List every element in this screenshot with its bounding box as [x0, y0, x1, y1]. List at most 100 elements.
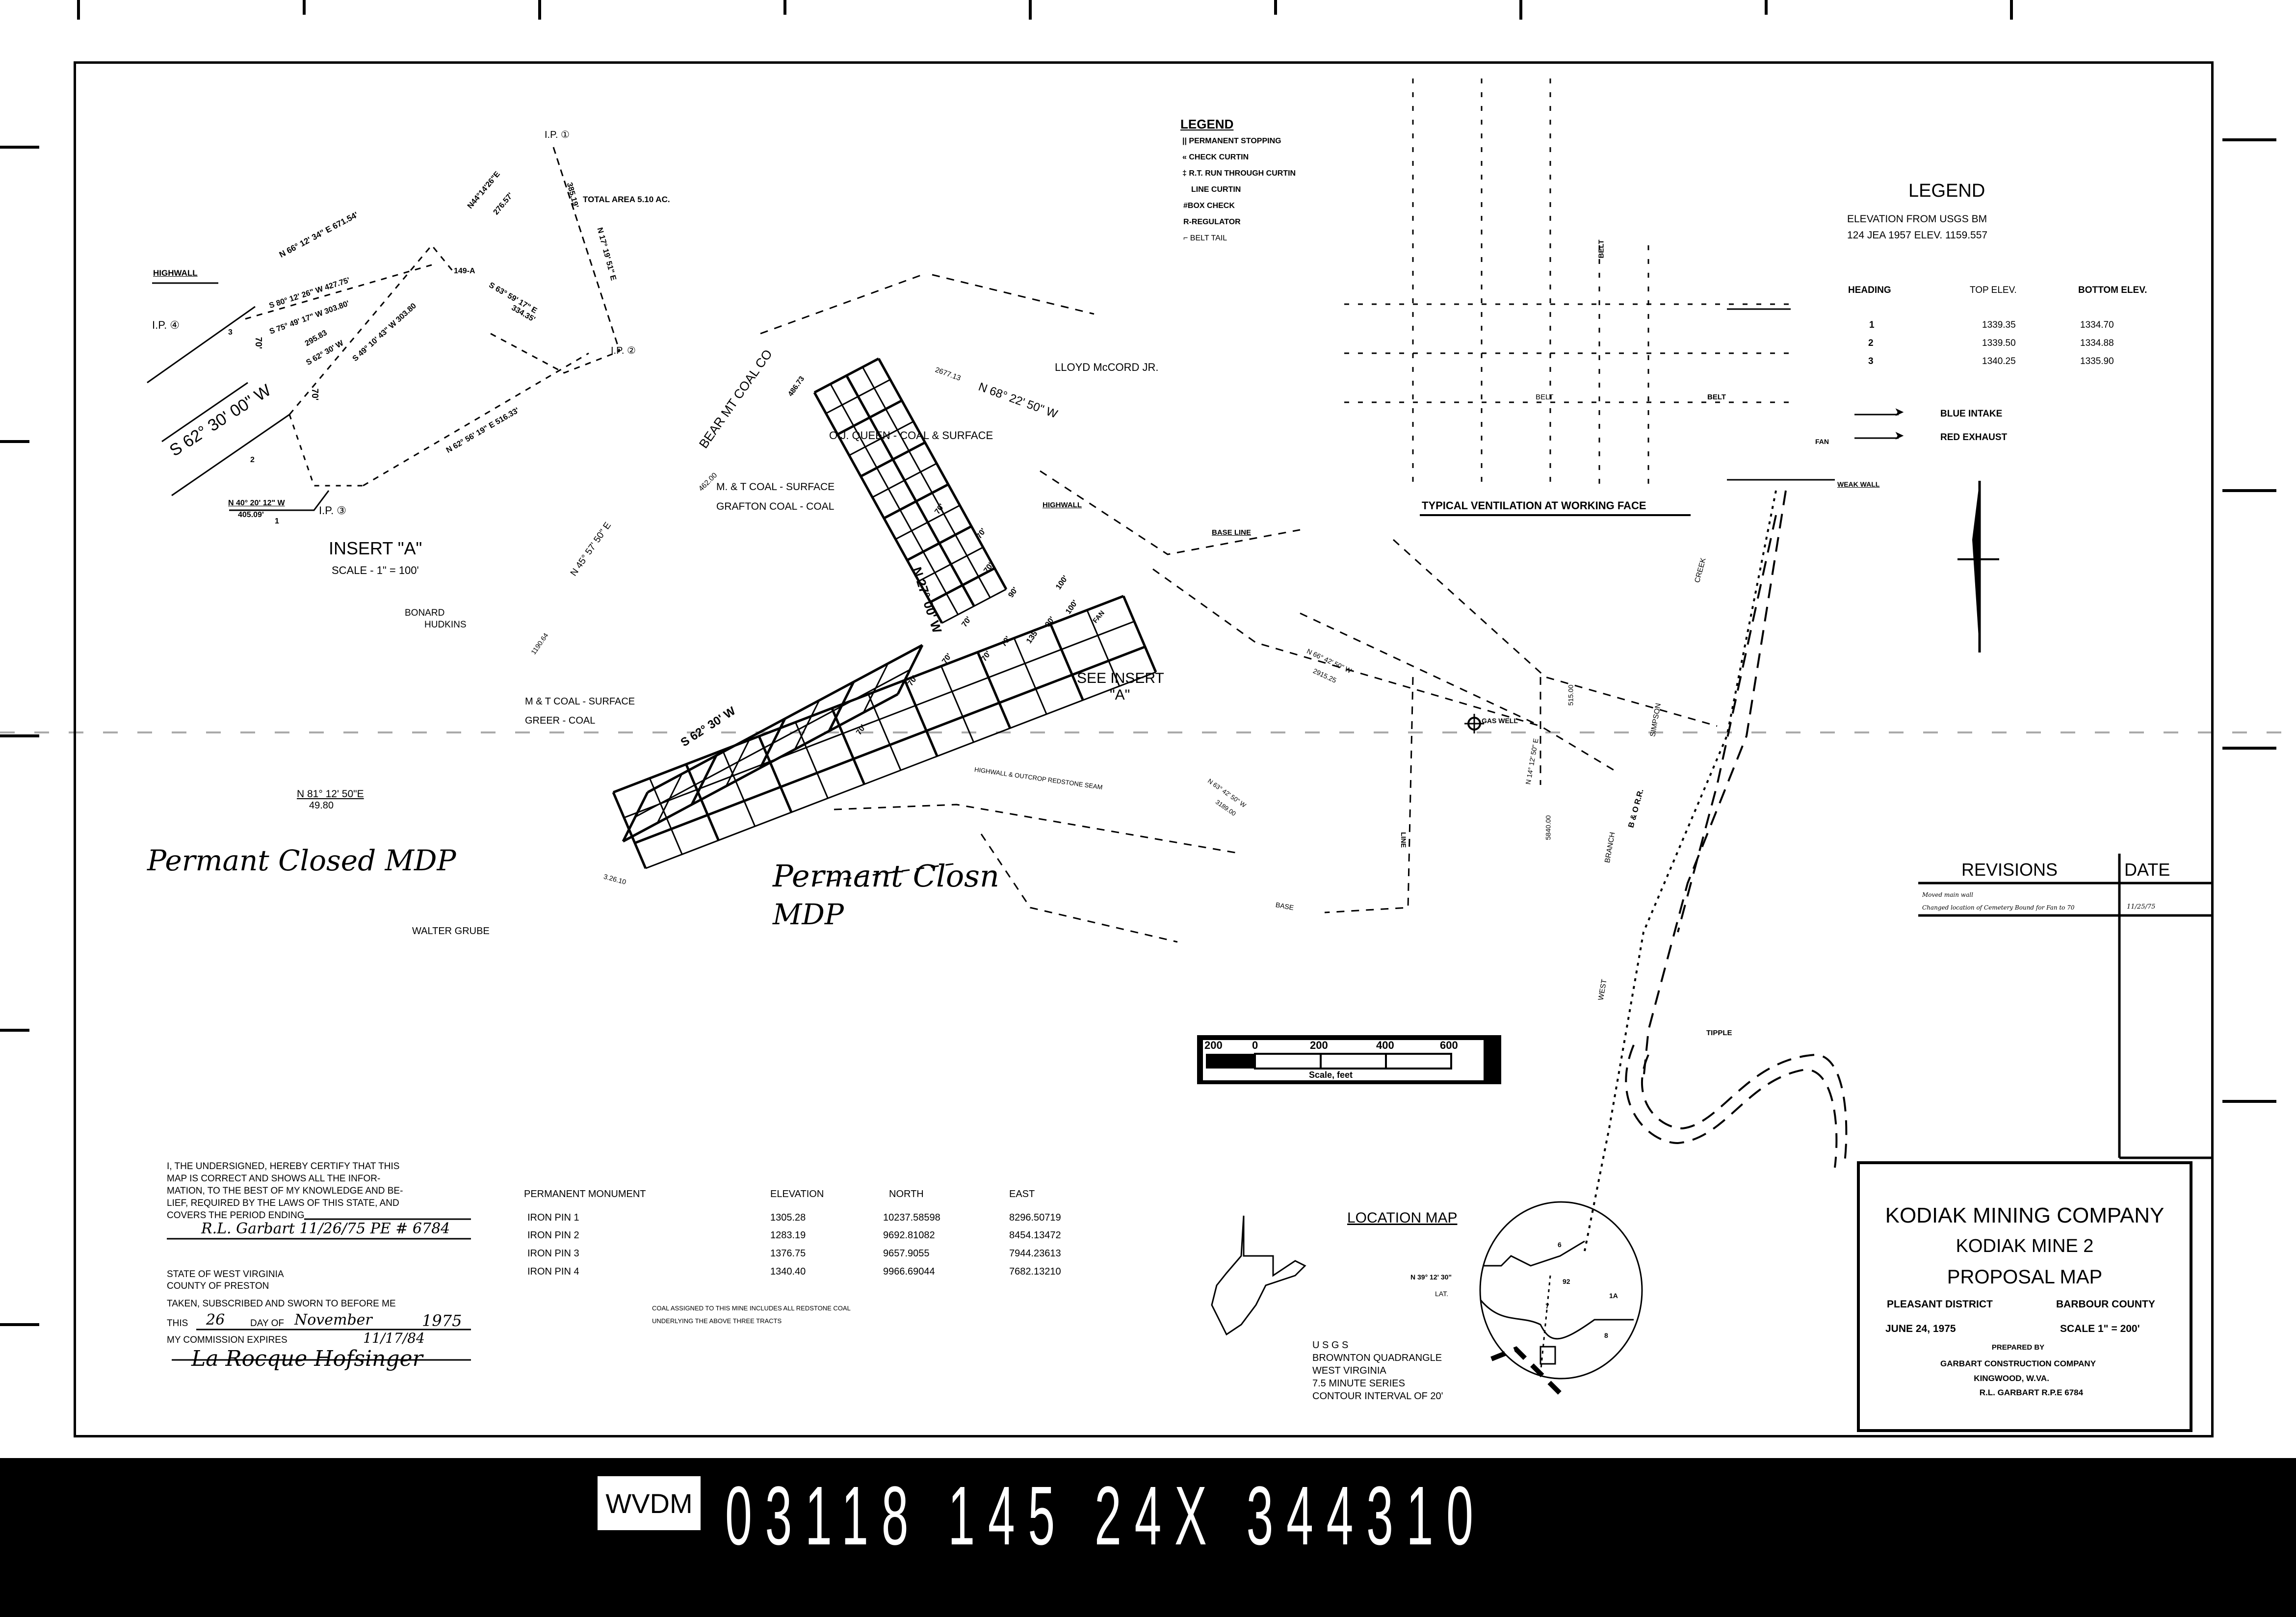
grid-line: [649, 778, 683, 855]
cert-line: I, THE UNDERSIGNED, HEREBY CERTIFY THAT …: [167, 1161, 400, 1172]
county: COUNTY OF PRESTON: [167, 1281, 269, 1291]
usgs-line: 7.5 MINUTE SERIES: [1312, 1378, 1405, 1389]
heading-1: 1: [1869, 320, 1875, 330]
latitude-label: LAT.: [1435, 1290, 1448, 1298]
legend-item: #BOX CHECK: [1183, 202, 1235, 210]
legend-item: « CHECK CURTIN: [1182, 153, 1249, 161]
entry-number: 1: [275, 517, 279, 525]
weak-wall-label: WEAK WALL: [1837, 480, 1880, 488]
monument-name: IRON PIN 1: [527, 1212, 579, 1223]
property-lines: [760, 274, 1718, 943]
legend-item: ⌐ BELT TAIL: [1183, 234, 1227, 242]
grid-line: [877, 358, 1008, 590]
legend-item: ‡ R.T. RUN THROUGH CURTIN: [1182, 169, 1296, 178]
grid-line: [1122, 596, 1157, 673]
grid-line: [941, 588, 1007, 624]
bottom-elev-3: 1335.90: [2080, 356, 2114, 366]
grid-line: [940, 666, 974, 743]
mine-name: KODIAK MINE 2: [1956, 1236, 2094, 1256]
usgs-line: WEST VIRGINIA: [1312, 1365, 1386, 1376]
this-label: THIS: [167, 1318, 188, 1329]
grid-line: [976, 652, 1012, 729]
legend-item: R-REGULATOR: [1183, 218, 1241, 226]
benchmark: 124 JEA 1957 ELEV. 1159.557: [1847, 230, 1988, 241]
top-elev-1: 1339.35: [1982, 320, 2016, 330]
grid-line: [647, 644, 923, 794]
handwritten-note: Permant Closed MDP: [147, 844, 456, 877]
bottom-elev-1: 1334.70: [2080, 320, 2114, 330]
highwall-label: HIGHWALL: [1043, 501, 1082, 509]
gas-well-label: GAS WELL: [1482, 717, 1518, 725]
monument-east: 8454.13472: [1009, 1230, 1061, 1241]
owner-label: LLOYD McCORD JR.: [1055, 361, 1159, 373]
cert-line: COVERS THE PERIOD ENDING: [167, 1210, 305, 1221]
state: STATE OF WEST VIRGINIA: [167, 1269, 284, 1279]
west-virginia-outline-icon: [1211, 1215, 1306, 1336]
grid-line: [831, 707, 866, 785]
commission-expires: 11/17/84: [363, 1330, 425, 1346]
archive-tag: WVDM: [598, 1476, 701, 1530]
engineer: R.L. GARBART R.P.E 6784: [1979, 1388, 2084, 1397]
handwritten-note: MDP: [773, 898, 844, 931]
grid-line: [918, 547, 984, 582]
map-border: [74, 61, 2214, 1437]
microfilm-strip: [0, 1458, 2296, 1617]
scale-tick: 200: [1204, 1039, 1223, 1051]
tipple-label: TIPPLE: [1706, 1029, 1732, 1037]
entry-number: 3: [228, 328, 233, 337]
company-name: KODIAK MINING COMPANY: [1885, 1203, 2165, 1227]
north-arrow-icon: [1957, 481, 1999, 652]
belt-label: BELT: [1597, 239, 1606, 259]
monument-north: 10237.58598: [883, 1212, 940, 1223]
scale-caption: Scale, feet: [1309, 1070, 1353, 1080]
notary-day: 26: [206, 1311, 225, 1329]
owner-label: O.J. QUEEN - COAL & SURFACE: [829, 429, 993, 442]
scale-tick: 400: [1376, 1039, 1394, 1051]
scale-tick: 200: [1310, 1039, 1328, 1051]
coal-note: UNDERLYING THE ABOVE THREE TRACTS: [652, 1317, 782, 1325]
iron-pin-3: I.P. ③: [319, 504, 347, 517]
owner-label: GRAFTON COAL - COAL: [716, 501, 835, 512]
day-of-label: DAY OF: [250, 1318, 284, 1329]
grid-line: [645, 671, 1156, 869]
revision-date: 11/25/75: [2127, 903, 2156, 911]
top-elev-2: 1339.50: [1982, 338, 2016, 348]
mine-panel-grids: [612, 357, 1157, 869]
grid-line: [685, 763, 720, 841]
notary-signature: La Rocque Hofsinger: [191, 1346, 423, 1371]
county: BARBOUR COUNTY: [2056, 1299, 2155, 1310]
grid-line: [722, 750, 756, 827]
bearing-label: N 81° 12' 50"E: [297, 788, 364, 800]
monument-name: IRON PIN 3: [527, 1248, 579, 1259]
col-east: EAST: [1009, 1189, 1035, 1200]
grid-line: [1049, 624, 1084, 701]
col-monument: PERMANENT MONUMENT: [524, 1189, 646, 1200]
prepared-by: PREPARED BY: [1991, 1343, 2045, 1352]
usgs-line: CONTOUR INTERVAL OF 20': [1312, 1391, 1443, 1402]
owner-label: GREER - COAL: [525, 715, 596, 726]
tract-number: 149-A: [454, 267, 475, 275]
iron-pin-2: I.P. ②: [611, 345, 636, 356]
bearing-label: N 40° 20' 12" W: [228, 499, 285, 507]
film-number: 03118 145 24X 344310: [725, 1469, 1487, 1563]
grid-line: [930, 567, 995, 603]
map-date: JUNE 24, 1975: [1885, 1323, 1956, 1334]
handwritten-note: Permant Closn: [773, 858, 999, 894]
monument-elevation: 1340.40: [770, 1266, 806, 1277]
revisions-title: REVISIONS: [1961, 860, 2058, 880]
legend-item: || PERMANENT STOPPING: [1182, 137, 1281, 145]
grid-line: [845, 375, 975, 607]
ventilation-title: TYPICAL VENTILATION AT WORKING FACE: [1422, 499, 1646, 512]
location-map-title: LOCATION MAP: [1347, 1210, 1458, 1226]
arrow-right-icon: ➤: [1895, 429, 1904, 442]
grid-line: [813, 391, 943, 624]
scale-tick: 600: [1440, 1039, 1458, 1051]
monument-east: 7682.13210: [1009, 1266, 1061, 1277]
exhaust-label: RED EXHAUST: [1940, 432, 2008, 443]
top-elev-3: 1340.25: [1982, 356, 2016, 366]
scale-bar: [1197, 1035, 1501, 1084]
arrow-right-icon: ➤: [1895, 406, 1904, 418]
col-bottom-elev: BOTTOM ELEV.: [2078, 285, 2147, 295]
distance-label: 405.09': [238, 511, 264, 519]
cert-line: MAP IS CORRECT AND SHOWS ALL THE INFOR-: [167, 1174, 381, 1184]
